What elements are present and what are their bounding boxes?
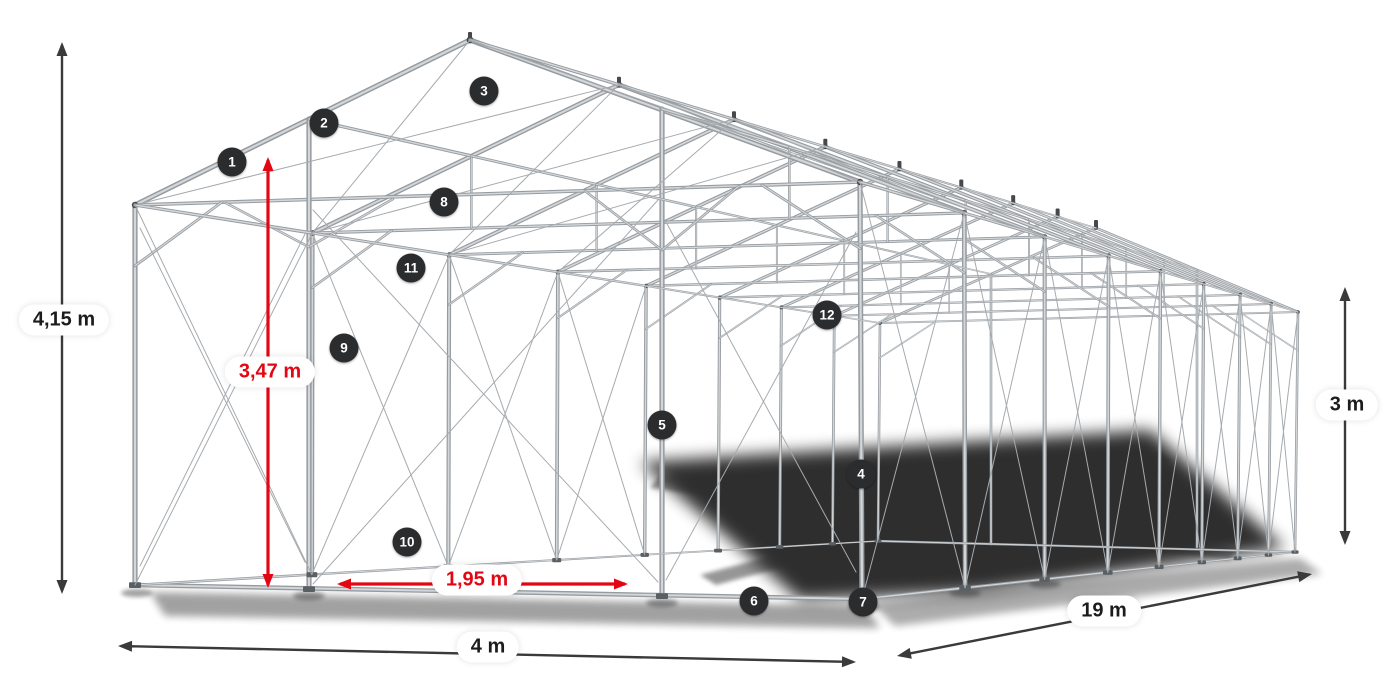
part-badge-3: 3 (469, 76, 499, 106)
dim-label-passage-width: 1,95 m (431, 564, 523, 596)
part-badge-5: 5 (647, 410, 677, 440)
dim-label-side-height: 3 m (1315, 389, 1379, 421)
dim-label-width: 4 m (456, 631, 520, 663)
part-badge-7: 7 (848, 587, 878, 617)
part-badge-8: 8 (429, 187, 459, 217)
part-badge-10: 10 (392, 527, 422, 557)
dim-label-total-height: 4,15 m (18, 304, 110, 336)
part-badge-2: 2 (309, 108, 339, 138)
dim-label-length: 19 m (1067, 595, 1141, 627)
dim-label-clear-height: 3,47 m (224, 356, 316, 388)
part-badge-4: 4 (846, 459, 876, 489)
part-badge-11: 11 (396, 253, 426, 283)
part-badge-12: 12 (812, 300, 842, 330)
part-badge-9: 9 (329, 333, 359, 363)
part-badge-1: 1 (217, 147, 247, 177)
part-badge-6: 6 (739, 586, 769, 616)
